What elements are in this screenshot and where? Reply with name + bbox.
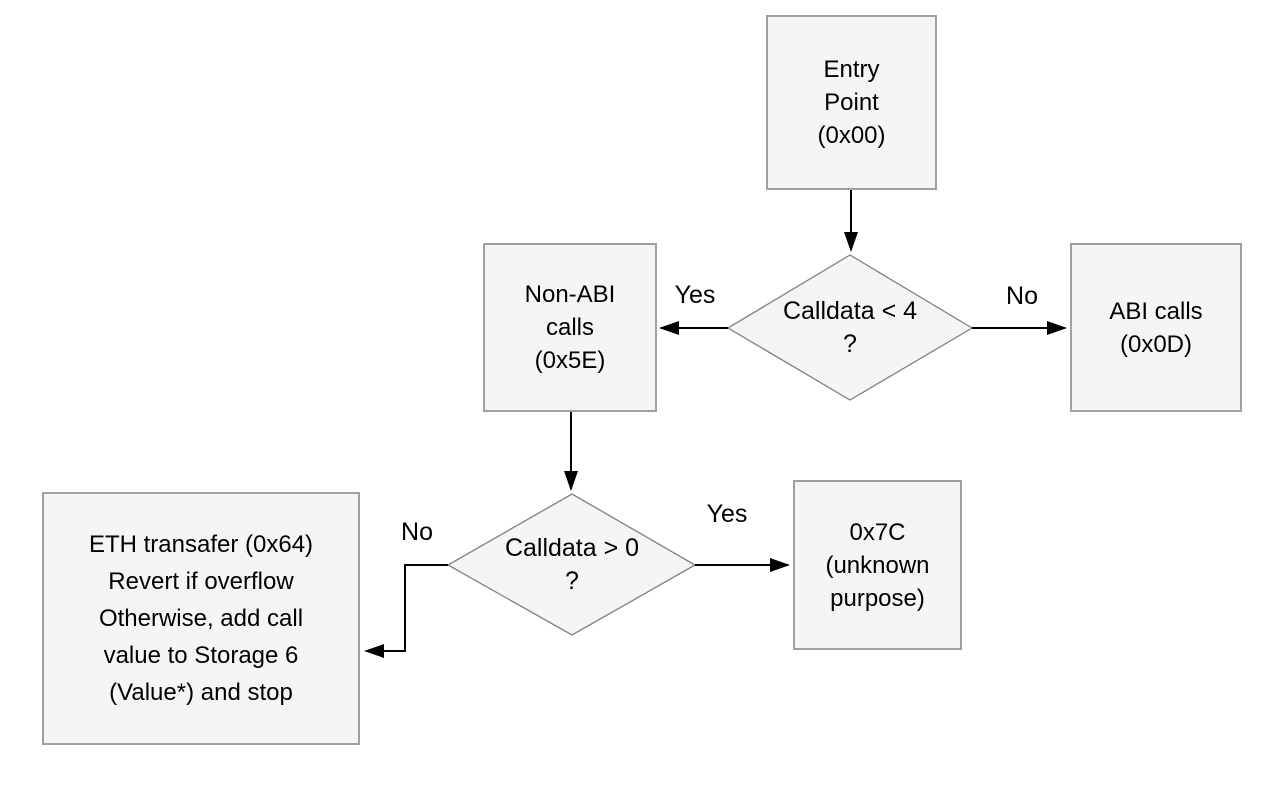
decision-calldata-gt-0-label: Calldata > 0 ? [462,532,682,598]
text-line: Revert if overflow [108,568,294,595]
unknown-purpose-node: 0x7C (unknown purpose) [793,480,962,650]
edge-label-gt0-yes: Yes [706,500,748,528]
edge-label-gt0-no: No [401,518,433,546]
text-line: Point [824,89,879,116]
text-line: (unknown [825,551,930,579]
text-line: (0x00) [817,122,886,149]
text-line: calls [545,314,594,341]
decision-calldata-lt-4-diamond [726,254,974,401]
text-line: Calldata > 0 [504,534,640,562]
text-line: Entry [823,56,880,83]
abi-calls-node: ABI calls (0x0D) [1070,243,1242,412]
abi-calls-label: ABI calls (0x0D) [1109,295,1202,361]
text-line: (0x5E) [534,347,606,374]
text-line: 0x7C [849,518,906,546]
text-line: Calldata < 4 [782,297,918,325]
non-abi-calls-label: Non-ABI calls (0x5E) [525,278,616,377]
text-line: Non-ABI [524,281,616,308]
text-line: ? [565,567,579,595]
text-line: purpose) [830,584,925,612]
text-line: ABI calls [1109,297,1203,325]
text-line: ETH transafer (0x64) [88,531,314,558]
text-line: (0x0D) [1119,330,1192,358]
decision-calldata-lt-4-label: Calldata < 4 ? [740,295,960,361]
eth-transfer-label: ETH transafer (0x64) Revert if overflow … [89,526,313,711]
non-abi-calls-node: Non-ABI calls (0x5E) [483,243,657,412]
text-line: Otherwise, add call [98,605,304,632]
edge-gt0-no-to-eth [364,564,448,658]
text-line: (Value*) and stop [109,679,293,706]
entry-point-label: Entry Point (0x00) [817,53,885,152]
edge-label-lt4-no: No [1006,282,1038,310]
text-line: value to Storage 6 [103,642,299,669]
edge-label-lt4-yes: Yes [674,281,716,309]
eth-transfer-node: ETH transafer (0x64) Revert if overflow … [42,492,360,745]
decision-calldata-gt-0-diamond [446,493,697,636]
text-line: ? [843,330,857,358]
entry-point-node: Entry Point (0x00) [766,15,937,190]
unknown-purpose-label: 0x7C (unknown purpose) [825,516,929,615]
